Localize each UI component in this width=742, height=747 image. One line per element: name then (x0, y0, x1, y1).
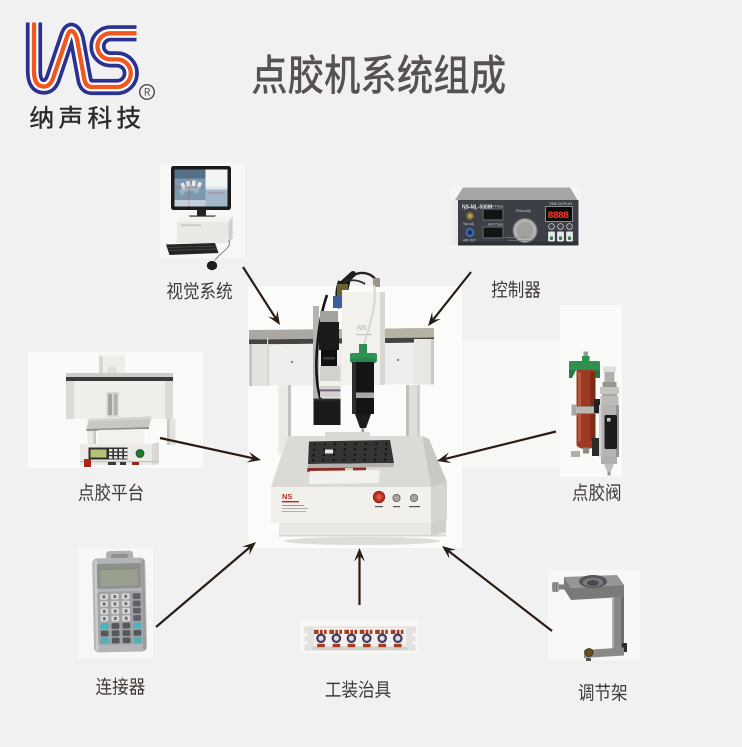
svg-text:NS-ML-5000I: NS-ML-5000I (462, 205, 493, 211)
svg-text:AIR Press: AIR Press (488, 205, 504, 209)
svg-text:TIME DISPLAY: TIME DISPLAY (549, 202, 573, 206)
svg-text:8888: 8888 (548, 211, 570, 222)
svg-text:Vac Adj: Vac Adj (463, 222, 474, 226)
svg-text:NS: NS (357, 325, 367, 332)
svg-text:NS: NS (282, 492, 292, 501)
svg-text:AIR OUT: AIR OUT (463, 239, 476, 243)
svg-text:Press Adj: Press Adj (516, 209, 531, 213)
svg-text:AIR Press: AIR Press (488, 223, 504, 227)
